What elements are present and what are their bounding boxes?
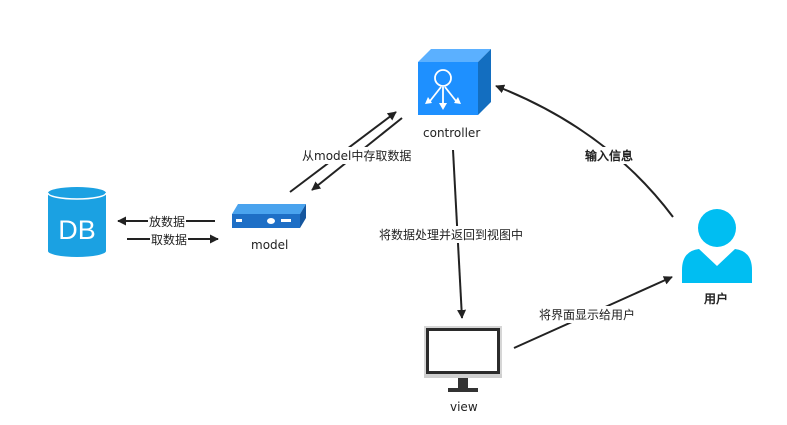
controller-label: controller	[423, 126, 481, 140]
edge-label-model-controller: 从model中存取数据	[301, 147, 413, 164]
edge-label-view-to-user: 将界面显示给用户	[538, 306, 637, 323]
edge-label-model-to-db: 放数据	[148, 213, 187, 230]
edge-user-to-controller	[495, 84, 674, 218]
model-label: model	[251, 238, 289, 252]
edge-label-db-to-model: 取数据	[150, 231, 189, 248]
db-text: DB	[58, 215, 96, 245]
database-icon: DB	[47, 187, 107, 257]
user-icon	[682, 209, 752, 283]
monitor-icon	[424, 326, 502, 392]
edge-label-controller-to-view: 将数据处理并返回到视图中	[378, 226, 525, 243]
view-label: view	[450, 400, 478, 414]
user-label: 用户	[704, 292, 729, 306]
model-device-icon	[232, 204, 306, 228]
controller-cube-icon	[418, 49, 491, 115]
edge-label-user-to-controller: 输入信息	[584, 147, 635, 164]
